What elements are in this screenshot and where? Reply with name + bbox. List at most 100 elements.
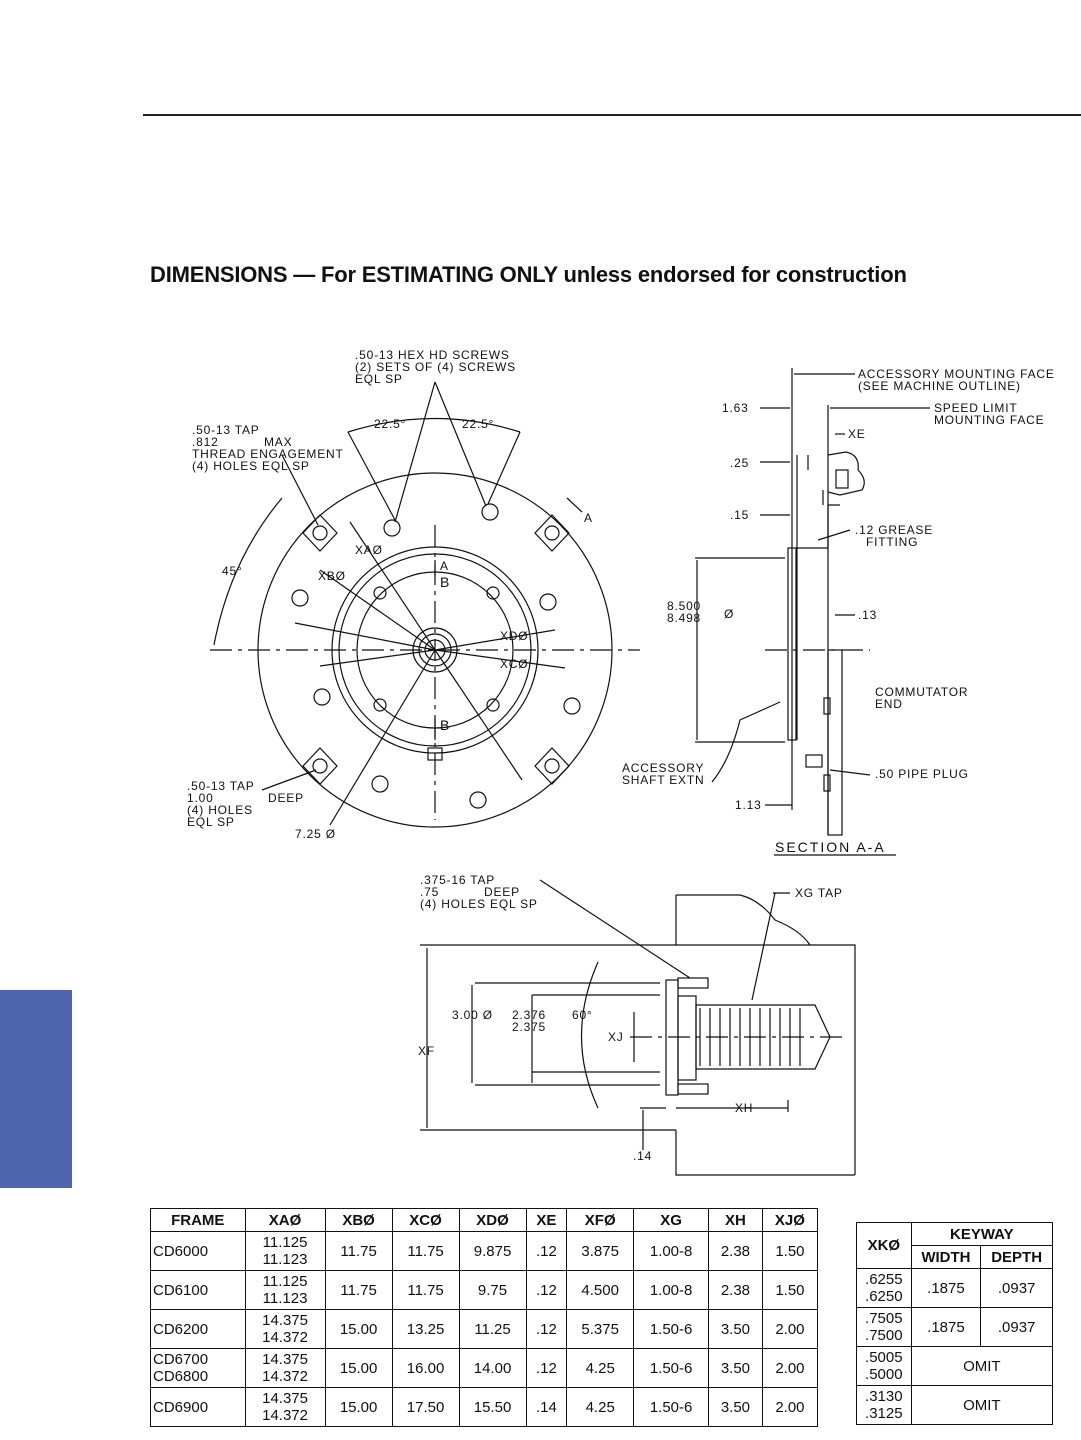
xg-cell: 1.00-8 [633,1270,710,1310]
page-heading: DIMENSIONS — For ESTIMATING ONLY unless … [150,262,907,287]
section-mark-label: A [584,511,593,525]
xa-cell-top: 14.375 [262,1390,308,1407]
detail-tap-note-1: .375-16 TAP [420,873,495,887]
xf-cell: 3.875 [566,1231,635,1271]
xd-cell: 15.50 [458,1387,527,1427]
keyway-table: XKØ KEYWAY WIDTH DEPTH .6255.6250 .1875 … [856,1222,1054,1425]
frame-cell: CD6000 [153,1242,209,1260]
xf-cell: 4.25 [566,1387,635,1427]
detail-tap-note-3: DEEP [484,885,520,899]
front-view [210,381,640,828]
xh-cell: 3.50 [708,1309,763,1349]
xh-cell: 2.38 [708,1231,763,1271]
xc-cell: 16.00 [391,1348,460,1388]
xk-cell-top: .6255 [865,1271,903,1288]
xb-cell: 11.75 [324,1231,393,1271]
col-xb: XBØ [324,1208,393,1232]
xf-label: XF [418,1044,435,1058]
xb-cell: 11.75 [324,1270,393,1310]
tap-note-bottom-5: EQL SP [187,815,235,829]
xa-cell-top: 11.125 [262,1234,308,1251]
pipe-plug-label: .50 PIPE PLUG [875,767,969,781]
top-rule [143,114,1081,116]
b-top-label: B [440,574,450,590]
xj-cell: 2.00 [761,1387,819,1427]
xk-cell-top: .5005 [865,1349,903,1366]
dim-2375-label: 2.375 [512,1020,546,1034]
frame-table-header: FRAME XAØ XBØ XCØ XDØ XE XFØ XG XH XJØ [150,1208,819,1232]
xg-tap-label: XG TAP [795,886,843,900]
dia-300-label: 3.00 Ø [452,1008,493,1022]
speed-limit-face-2: MOUNTING FACE [934,413,1044,427]
xb-label: XBØ [318,569,346,583]
xe-cell: .12 [525,1270,568,1310]
xa-cell-bottom: 14.372 [262,1329,308,1346]
col-width: WIDTH [910,1245,982,1269]
section-title: SECTION A-A [775,839,886,855]
col-xg: XG [633,1208,710,1232]
xk-cell-top: .3130 [865,1388,903,1405]
tap-note-bottom-3: DEEP [268,791,304,805]
xa-cell-bottom: 11.123 [262,1251,308,1268]
dim-113-label: 1.13 [735,798,762,812]
omit-cell: OMIT [910,1385,1054,1425]
depth-cell: .0937 [980,1268,1053,1308]
xa-cell-bottom: 14.372 [262,1368,308,1385]
table-row: .7505.7500 .1875 .0937 [856,1307,1053,1347]
xe-cell: .12 [525,1348,568,1388]
shaft-extn-2: SHAFT EXTN [622,773,704,787]
xh-cell: 3.50 [708,1387,763,1427]
xf-cell: 5.375 [566,1309,635,1349]
accessory-face-2: (SEE MACHINE OUTLINE) [858,379,1021,393]
width-cell: .1875 [910,1268,982,1308]
xg-cell: 1.50-6 [633,1387,710,1427]
table-row: .5005.5000 OMIT [856,1346,1054,1386]
xc-cell: 11.75 [391,1231,460,1271]
screws-note-2: (2) SETS OF (4) SCREWS [355,360,516,374]
dim-15-label: .15 [730,508,749,522]
tap-note-bottom-4: (4) HOLES [187,803,253,817]
tap-note-top-3: MAX [264,435,292,449]
screws-note-3: EQL SP [355,372,403,386]
xh-cell: 3.50 [708,1348,763,1388]
xd-cell: 14.00 [458,1348,527,1388]
dia-top-label: 8.500 [667,599,701,613]
xc-cell: 11.75 [391,1270,460,1310]
angle-60-label: 60° [572,1008,593,1022]
dim-2376-label: 2.376 [512,1008,546,1022]
table-row: .3130.3125 OMIT [856,1385,1054,1425]
xe-cell: .12 [525,1231,568,1271]
xj-cell: 2.00 [761,1348,819,1388]
xe-cell: .14 [525,1387,568,1427]
dia-725-label: 7.25 Ø [295,827,336,841]
dim-14-label: .14 [633,1149,652,1163]
col-xh: XH [708,1208,763,1232]
col-xa: XAØ [244,1208,326,1232]
xd-label: XDØ [500,629,528,643]
detail-view [420,879,856,1176]
xf-cell: 4.500 [566,1270,635,1310]
xk-cell-bottom: .6250 [865,1288,903,1305]
xb-cell: 15.00 [324,1348,393,1388]
table-row: .6255.6250 .1875 .0937 [856,1268,1053,1308]
tap-note-top-1: .50-13 TAP [192,423,260,437]
col-xd: XDØ [458,1208,527,1232]
detail-tap-note-2: .75 [420,885,439,899]
screws-note-1: .50-13 HEX HD SCREWS [355,348,510,362]
xh-label: XH [735,1101,753,1115]
section-view [695,368,930,856]
commutator-1: COMMUTATOR [875,685,968,699]
xj-cell: 2.00 [761,1309,819,1349]
col-xc: XCØ [391,1208,460,1232]
xd-cell: 11.25 [458,1309,527,1349]
xj-cell: 1.50 [761,1231,819,1271]
angle-left-label: 22.5° [374,417,406,431]
col-keyway: KEYWAY [910,1222,1054,1246]
section-side-tab [0,990,72,1188]
omit-cell: OMIT [910,1346,1054,1386]
xc-cell: 13.25 [391,1309,460,1349]
xf-cell: 4.25 [566,1348,635,1388]
